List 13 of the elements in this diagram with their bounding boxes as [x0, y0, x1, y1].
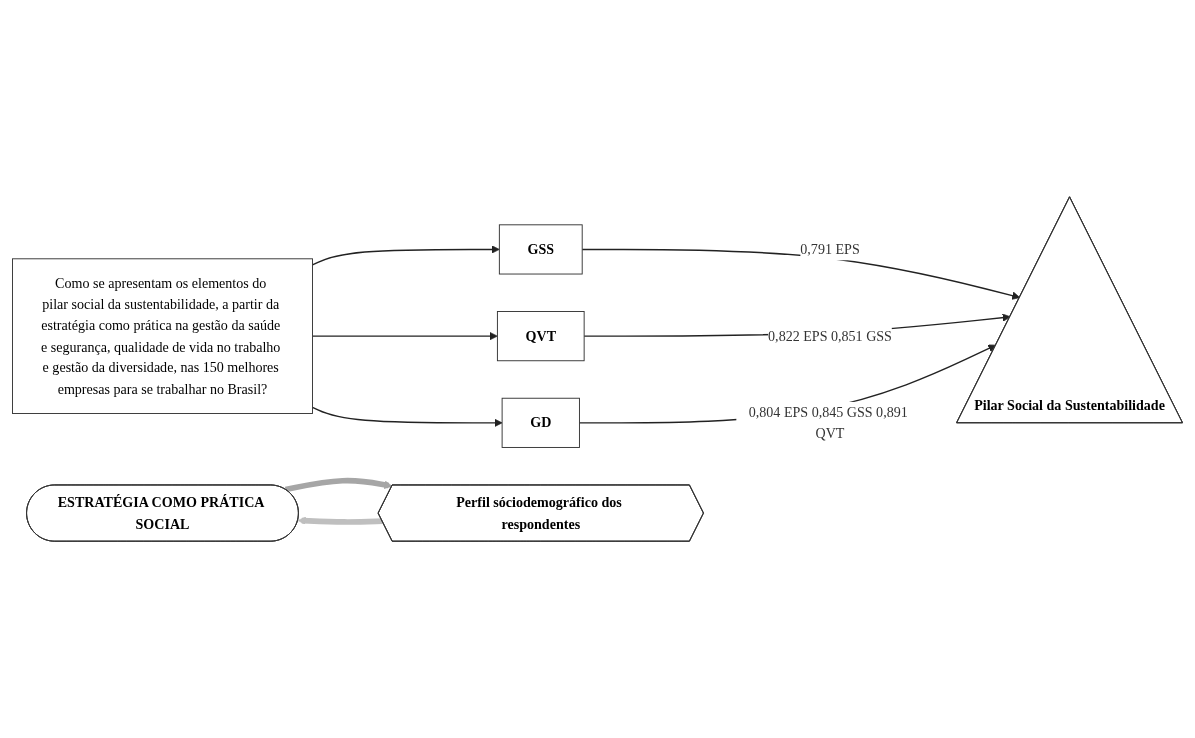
edge-label: 0,791 EPS — [800, 241, 860, 257]
node-box: GD — [501, 397, 580, 448]
arrow — [311, 332, 498, 341]
arrow — [284, 477, 393, 493]
edge-label: 0,804 EPS 0,845 GSS 0,891 QVT — [748, 404, 908, 441]
edge-label: 0,822 EPS 0,851 GSS — [768, 328, 892, 344]
node-box: GSS — [498, 224, 583, 275]
node-box: QVT — [496, 311, 585, 362]
arrow — [311, 245, 500, 266]
arrow — [311, 406, 503, 427]
node-box: Como se apresentam os elementos do pilar social da sustentabilidade, a partir da estratégia como prática na gestão da saúde e segurança, qualidade de vida no trabalho e gestão da diversidade, nas 150 melhores empresas para se trabalhar no Brasil? — [12, 258, 313, 414]
arrow — [581, 248, 1021, 300]
arrow — [297, 516, 383, 525]
